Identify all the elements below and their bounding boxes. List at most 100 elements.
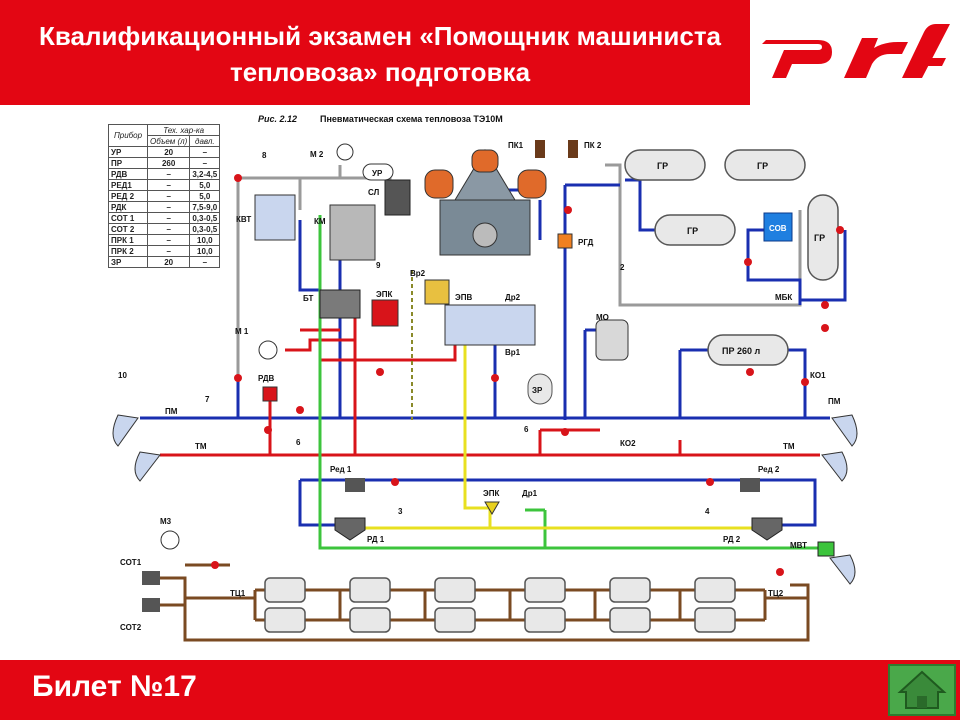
safety-valve-1 — [535, 140, 545, 158]
label-pm-right: ПМ — [828, 397, 841, 406]
spec-cell-volume: – — [146, 245, 191, 257]
valve-handle — [561, 428, 569, 436]
km-driver-valve — [329, 204, 376, 261]
spec-cell-device: РЕД 2 — [108, 190, 148, 202]
label-m1: М 1 — [235, 327, 249, 336]
spec-cell-device: ЗР — [108, 256, 148, 268]
spec-cell-volume: – — [146, 212, 191, 224]
figure-number: Рис. 2.12 — [258, 114, 297, 124]
supply-reservoir — [707, 334, 789, 366]
footer-bar: Билет №17 — [0, 660, 960, 720]
label-dr1: Др1 — [522, 489, 538, 498]
valve-handle — [296, 406, 304, 414]
label-tc2: ТЦ2 — [768, 589, 784, 598]
rzd-logo — [752, 0, 960, 105]
brake-cylinder — [524, 577, 566, 603]
epk-lower-valve — [484, 501, 500, 515]
spec-cell-device: ПРК 2 — [108, 245, 148, 257]
home-button[interactable] — [888, 664, 956, 716]
valve-handle — [391, 478, 399, 486]
compressor-head — [454, 149, 516, 201]
home-icon — [897, 670, 947, 709]
label-red2: Ред 2 — [758, 465, 780, 474]
valve-handle — [234, 174, 242, 182]
spec-cell-pressure: – — [189, 146, 221, 158]
label-gr-4: ГР — [814, 233, 825, 243]
valve-handle — [744, 258, 752, 266]
label-6-left: 6 — [296, 438, 301, 447]
compressor-cylinder-right — [517, 169, 547, 199]
spec-cell-volume: 20 — [146, 146, 191, 158]
compressor-cylinder-top — [471, 149, 499, 173]
label-mbk: МБК — [775, 293, 792, 302]
label-tm-right: ТМ — [783, 442, 795, 451]
spec-cell-volume: – — [146, 168, 191, 180]
spec-table-row: РЕД 2–5,0 — [108, 190, 221, 202]
label-vr2: Вр2 — [410, 269, 426, 278]
compressor — [424, 149, 547, 256]
compressor-cylinder-left — [424, 169, 454, 199]
label-kvt: КВТ — [236, 215, 251, 224]
valve-handle — [564, 206, 572, 214]
spec-cell-pressure: 10,0 — [189, 245, 221, 257]
hose-pm-right — [831, 414, 858, 447]
mvt-valve — [817, 541, 835, 557]
label-epv: ЭПВ — [455, 293, 472, 302]
label-6-right: 6 — [524, 425, 529, 434]
valve-handle — [211, 561, 219, 569]
label-dr2: Др2 — [505, 293, 521, 302]
label-gr-3: ГР — [687, 226, 698, 236]
spec-cell-volume: – — [146, 223, 191, 235]
spec-cell-device: РЕД1 — [108, 179, 148, 191]
spec-cell-device: ПР — [108, 157, 148, 169]
label-bt: БТ — [303, 294, 314, 303]
valve-handle — [801, 378, 809, 386]
spec-header-pressure: давл. — [189, 135, 221, 147]
brake-cylinder — [264, 577, 306, 603]
spec-header-device: Прибор — [108, 124, 148, 147]
gauge-m1 — [258, 340, 278, 360]
spec-table-row: РЕД1–5,0 — [108, 179, 221, 191]
label-4: 4 — [705, 507, 710, 516]
spec-cell-pressure: 5,0 — [189, 179, 221, 191]
pressure-regulator-rgd — [557, 233, 573, 249]
label-ur: УР — [372, 169, 383, 178]
brake-cylinder — [694, 577, 736, 603]
sot1-signalizer — [142, 571, 160, 585]
label-pm-left: ПМ — [165, 407, 178, 416]
brake-cylinder — [264, 607, 306, 633]
label-pk1: ПК1 — [508, 141, 524, 150]
hose-tm-right — [821, 451, 848, 482]
label-7: 7 — [205, 395, 210, 404]
label-tm-left: ТМ — [195, 442, 207, 451]
pneumatic-diagram: Рис. 2.12 Пневматическая схема тепловоза… — [0, 105, 960, 660]
oil-separator-mo — [595, 319, 629, 361]
sot2-signalizer — [142, 598, 160, 612]
spec-cell-volume: 20 — [146, 256, 191, 268]
spec-table-row: РДК–7,5-9,0 — [108, 201, 221, 213]
vr2-valve — [424, 279, 450, 305]
spec-table-row: СОТ 2–0,3-0,5 — [108, 223, 221, 235]
rzd-logo-icon — [762, 24, 950, 78]
label-sov: СОВ — [769, 224, 787, 233]
spec-cell-pressure: 3,2-4,5 — [189, 168, 221, 180]
brake-cylinders — [264, 577, 736, 633]
label-sot2: СОТ2 — [120, 623, 142, 632]
spec-cell-pressure: 5,0 — [189, 190, 221, 202]
gauge-m3 — [160, 530, 180, 550]
valve-handle — [821, 301, 829, 309]
spec-cell-pressure: 0,3-0,5 — [189, 212, 221, 224]
valve-handle — [491, 374, 499, 382]
spec-table-row: ПРК 1–10,0 — [108, 234, 221, 246]
spec-cell-volume: – — [146, 179, 191, 191]
spec-cell-volume: – — [146, 234, 191, 246]
ur-tank — [362, 163, 394, 181]
valve-handle — [376, 368, 384, 376]
label-rgd: РГД — [578, 238, 594, 247]
hose-mvt — [829, 554, 856, 585]
label-sot1: СОТ1 — [120, 558, 142, 567]
